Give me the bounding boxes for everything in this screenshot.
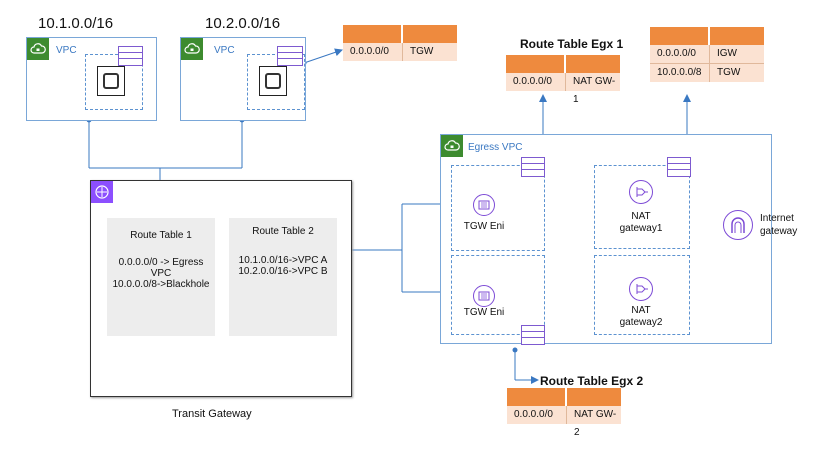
route-target: TGW [410,46,434,57]
public-subnet-1 [594,165,690,249]
vpc-b-subnet [247,54,305,110]
vpc-b-label: VPC [214,45,235,56]
route-dest: 10.0.0.0/8 [650,64,710,82]
nat-gateway-icon [629,277,653,301]
rt-egx2-title: Route Table Egx 2 [540,374,644,388]
rt2-title: Route Table 2 [252,226,314,237]
tgw-route-table-1: Route Table 1 0.0.0.0/0 -> Egress VPC 10… [107,218,215,336]
rt1-line2: VPC [150,268,172,279]
route-dest: 0.0.0.0/0 [343,43,403,61]
transit-gateway-label: Transit Gateway [172,408,252,420]
route-table-icon [667,157,691,177]
route-table-icon [118,46,143,66]
tgw-eni-1-label: TGW Eni [463,221,505,232]
tgw-eni-2-label: TGW Eni [463,307,505,318]
transit-gateway-icon [91,181,113,203]
tgw-subnet-1 [451,165,545,251]
route-table-icon [521,157,545,177]
nat-gateway-icon [629,180,653,204]
instance-box [97,66,125,96]
route-dest: 0.0.0.0/0 [506,73,566,91]
rt-egx1-title: Route Table Egx 1 [520,37,624,51]
nat1-line2: gateway1 [619,223,663,234]
rt-egx2-table: 0.0.0.0/0 NAT GW-2 [507,388,621,438]
rt1-line3: 10.0.0.0/8->Blackhole [112,279,210,290]
cloud-lock-icon [441,135,463,157]
rt1-line1: 0.0.0.0/0 -> Egress [118,257,204,268]
route-target: IGW [717,48,737,59]
route-target: NAT GW-1 [573,76,616,105]
vpc-a-box: VPC [26,37,157,121]
public-subnet-2 [594,255,690,335]
igw-line2: gateway [760,226,798,237]
vpc-b-box: VPC [180,37,306,121]
route-dest: 0.0.0.0/0 [507,406,567,424]
igw-line1: Internet [760,213,794,224]
nat2-line2: gateway2 [619,317,663,328]
vpc-b-rt-arrow [303,48,343,64]
internet-gateway-icon [723,210,753,240]
tgw-subnet-2 [451,255,545,335]
rt2-line2: 10.2.0.0/16->VPC B [238,266,328,277]
vpc-b-route-table: 0.0.0.0/0 TGW [343,25,457,61]
rt2-line1: 10.1.0.0/16->VPC A [238,255,328,266]
egress-vpc-box: Egress VPC TGW Eni TGW Eni NAT gateway1 … [440,134,772,345]
rt1-title: Route Table 1 [130,230,192,241]
tgw-route-table-2: Route Table 2 10.1.0.0/16->VPC A 10.2.0.… [229,218,337,336]
cloud-lock-icon [27,38,49,60]
route-table-icon [277,46,303,66]
instance-icon [103,73,119,89]
instance-icon [265,73,281,89]
route-target: TGW [717,67,741,78]
rt-egx1-table: 0.0.0.0/0 NAT GW-1 [506,55,620,105]
nat2-line1: NAT [631,305,651,316]
route-table-icon [521,325,545,345]
transit-gateway-box: Route Table 1 0.0.0.0/0 -> Egress VPC 10… [90,180,352,397]
cloud-lock-icon [181,38,203,60]
nat1-line1: NAT [631,211,651,222]
egress-vpc-label: Egress VPC [468,142,523,153]
vpc-a-subnet [85,54,143,110]
vpc-b-cidr: 10.2.0.0/16 [205,15,281,32]
vpc-a-cidr: 10.1.0.0/16 [38,15,114,32]
public-route-table: 0.0.0.0/0 IGW 10.0.0.0/8 TGW [650,27,764,82]
instance-box [259,66,287,96]
route-target: NAT GW-2 [574,409,617,438]
vpc-a-label: VPC [56,45,77,56]
network-interface-icon [473,285,495,307]
network-interface-icon [473,194,495,216]
route-dest: 0.0.0.0/0 [650,45,710,63]
